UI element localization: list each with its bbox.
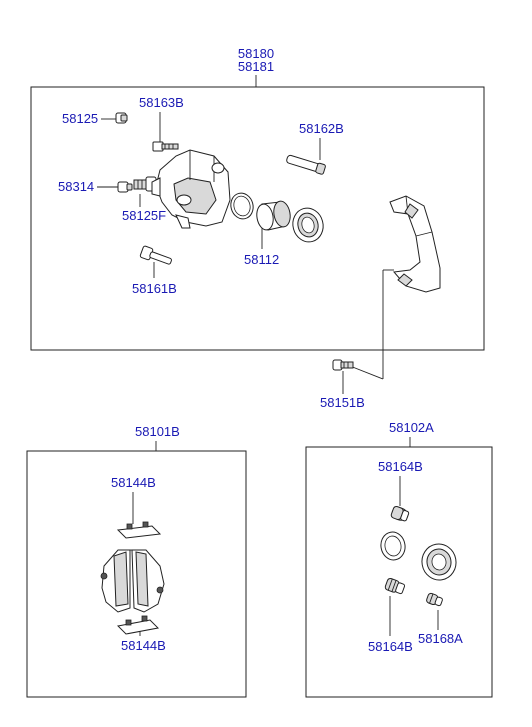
label-58168A[interactable]: 58168A [418, 631, 463, 646]
caliper-assembly-group: 58180 58181 58125 58163B 58162B 58314 [30, 46, 485, 351]
dust-boot-kit-part [421, 543, 457, 581]
bracket-bolt-58151B-part [332, 359, 354, 371]
piston-seal-part [230, 192, 254, 220]
bolt-58125-part [115, 112, 128, 124]
label-58181[interactable]: 58181 [238, 59, 274, 74]
label-58163B[interactable]: 58163B [139, 95, 184, 110]
piston-seal-kit-part [380, 531, 406, 561]
label-58161B[interactable]: 58161B [132, 281, 177, 296]
guide-boot-bottom-part [384, 577, 406, 595]
pad-kit-box [26, 450, 247, 698]
caliper-bracket-part [389, 195, 441, 293]
label-58125F[interactable]: 58125F [122, 208, 166, 223]
seal-kit-box [305, 446, 493, 698]
label-58144B-top[interactable]: 58144B [111, 475, 156, 490]
leader-58151B-diagonal [349, 365, 384, 380]
label-58164B-bottom[interactable]: 58164B [368, 639, 413, 654]
caliper-body-part [151, 149, 231, 229]
guide-boot-top-part [390, 505, 410, 522]
label-58101B[interactable]: 58101B [135, 424, 180, 439]
label-58151B[interactable]: 58151B [320, 395, 365, 410]
label-58144B-bottom[interactable]: 58144B [121, 638, 166, 653]
bracket-bolt-group: 58151B [320, 269, 394, 410]
brake-pads-part [100, 549, 165, 613]
caliper-assembly-box [30, 86, 485, 351]
pad-kit-group: 58101B 58144B 58144B [26, 424, 247, 698]
label-58180[interactable]: 58180 [238, 46, 274, 61]
label-58112[interactable]: 58112 [244, 252, 279, 267]
dust-boot-part [292, 207, 324, 243]
guide-rod-58162B-part [286, 154, 326, 175]
label-58125[interactable]: 58125 [62, 111, 98, 126]
bleeder-cap-58314-part [117, 181, 133, 193]
label-58164B-top[interactable]: 58164B [378, 459, 423, 474]
label-58102A[interactable]: 58102A [389, 420, 434, 435]
guide-rod-58161B-part [139, 245, 172, 265]
label-58162B[interactable]: 58162B [299, 121, 344, 136]
label-58314[interactable]: 58314 [58, 179, 94, 194]
pad-clip-top-part [116, 521, 162, 539]
pad-clip-bottom-part [116, 615, 160, 635]
seal-kit-group: 58102A 58164B 58164B [305, 420, 493, 698]
small-boot-58168A-part [426, 592, 443, 607]
piston-58112-part [256, 200, 291, 231]
guide-bolt-58163B-part [152, 141, 179, 152]
